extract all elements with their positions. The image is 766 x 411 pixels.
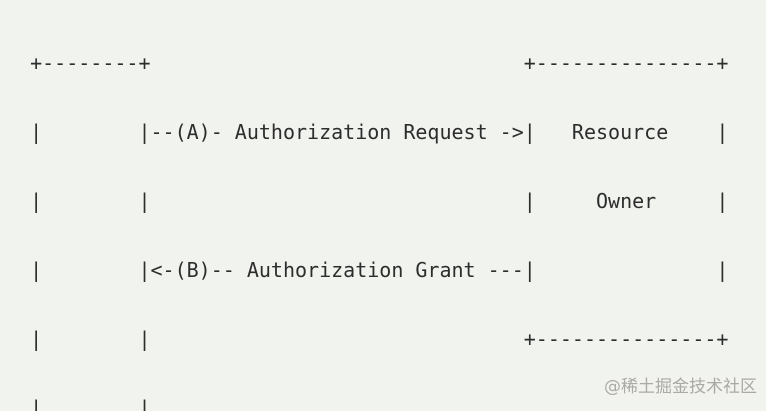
ascii-line-top-borders: +--------+ +---------------+ bbox=[6, 51, 729, 75]
ascii-line-step-a: | |--(A)- Authorization Request ->| Reso… bbox=[6, 120, 729, 144]
ascii-line-step-b: | |<-(B)-- Authorization Grant ---| | bbox=[6, 258, 729, 282]
oauth-flow-diagram: +--------+ +---------------+ | |--(A)- A… bbox=[6, 6, 728, 411]
ascii-line-spacer-1: | | bbox=[6, 396, 151, 411]
juejin-watermark: @稀土掘金技术社区 bbox=[604, 376, 757, 398]
ascii-line-resource-owner-bottom: | | +---------------+ bbox=[6, 327, 729, 351]
ascii-line-resource-owner-label: | | | Owner | bbox=[6, 189, 729, 213]
